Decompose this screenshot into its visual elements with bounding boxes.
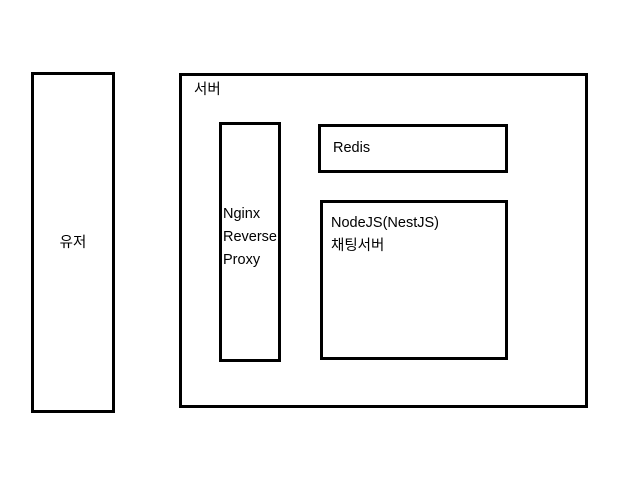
nginx-reverse-proxy-label: Nginx Reverse Proxy [223,206,277,268]
nodejs-chat-server-label: NodeJS(NestJS) 채팅서버 [331,215,439,254]
redis-label: Redis [333,140,371,156]
user-node [31,72,115,413]
nodejs-chat-server-node [320,200,508,360]
nginx-reverse-proxy-node [219,122,281,362]
user-node-label: 유저 [59,235,87,251]
redis-node [318,124,508,173]
server-container-label: 서버 [194,82,221,98]
